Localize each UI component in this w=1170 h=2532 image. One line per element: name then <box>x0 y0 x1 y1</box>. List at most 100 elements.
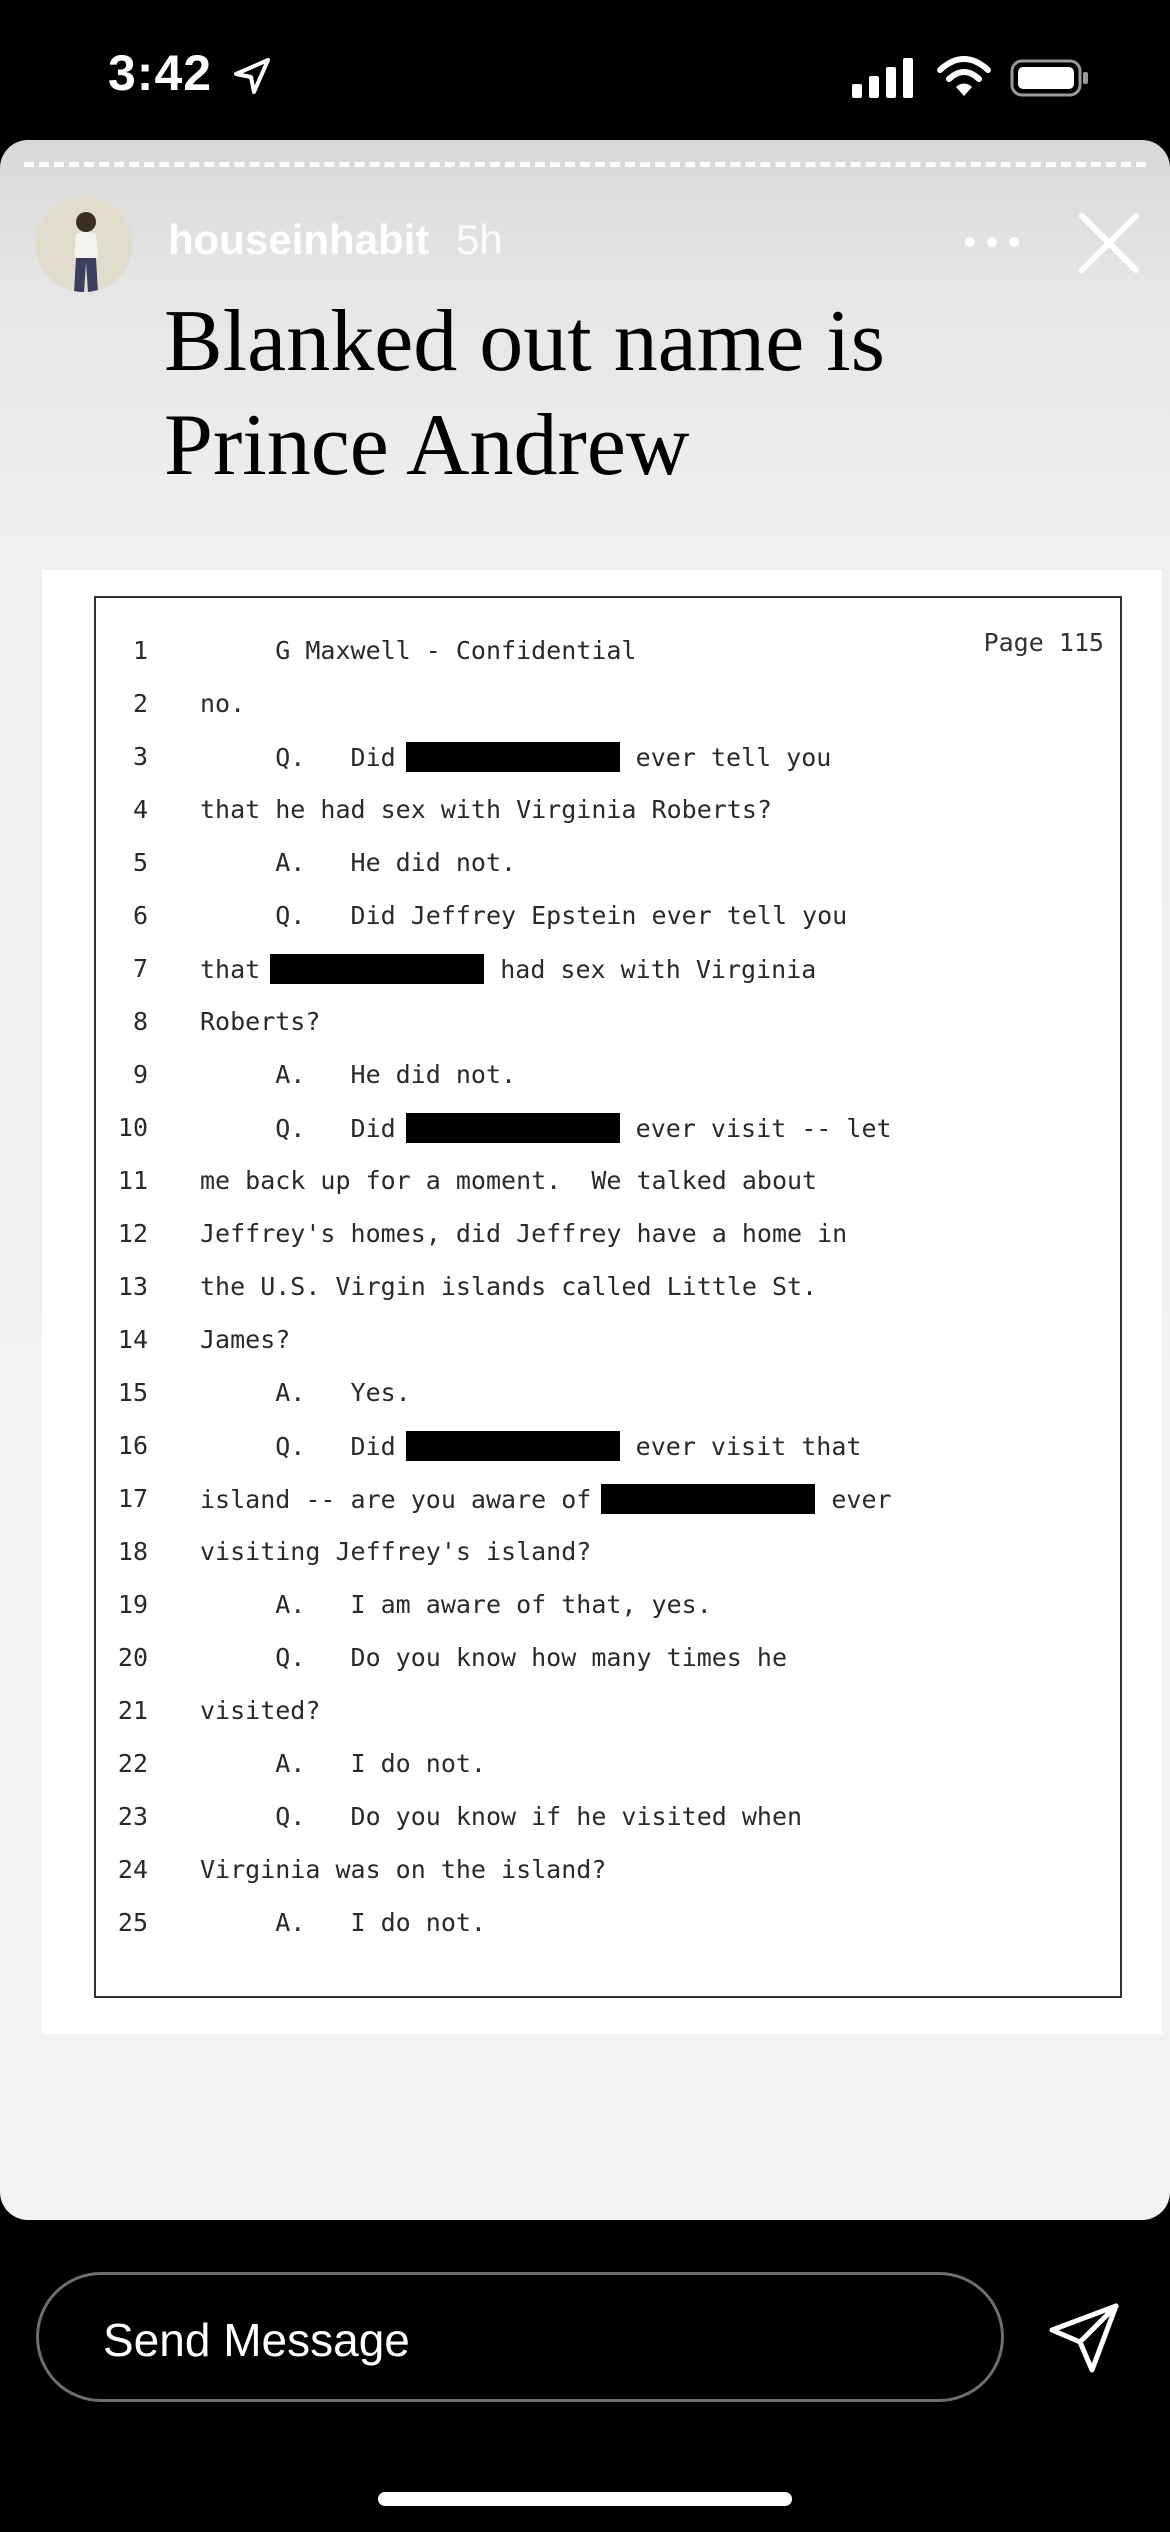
transcript-line: 23 Q. Do you know if he visited when <box>96 1802 1116 1854</box>
line-text-segment: island -- are you aware of <box>200 1485 592 1514</box>
line-text: visited? <box>200 1696 320 1725</box>
line-text: James? <box>200 1325 290 1354</box>
close-icon[interactable] <box>1076 210 1142 276</box>
line-text-segment: had sex with Virginia <box>500 955 817 984</box>
line-text: Q. Did ever visit that <box>200 1431 861 1461</box>
line-text-segment: ever visit -- let <box>635 1114 892 1143</box>
line-number: 21 <box>117 1696 148 1725</box>
transcript-line: 6 Q. Did Jeffrey Epstein ever tell you <box>96 901 1116 953</box>
line-text: the U.S. Virgin islands called Little St… <box>200 1272 817 1301</box>
line-text-segment: James? <box>200 1325 291 1354</box>
redaction-bar <box>270 954 485 984</box>
line-number: 8 <box>132 1007 148 1036</box>
story-progress-bar <box>24 162 1146 167</box>
line-number: 11 <box>117 1166 148 1195</box>
story-card[interactable]: houseinhabit 5h Blanked out name is Prin… <box>0 140 1170 2220</box>
story-time-ago: 5h <box>456 216 503 263</box>
line-text: Roberts? <box>200 1007 320 1036</box>
line-number: 1 <box>132 636 148 665</box>
line-number: 13 <box>117 1272 148 1301</box>
transcript-line: 18 visiting Jeffrey's island? <box>96 1537 1116 1589</box>
line-number: 6 <box>132 901 148 930</box>
line-text-segment: the U.S. Virgin islands called Little St… <box>200 1272 818 1301</box>
avatar[interactable] <box>36 196 132 292</box>
line-number: 7 <box>132 954 148 983</box>
line-text-segment: A. Yes. <box>200 1378 411 1407</box>
line-text: A. He did not. <box>200 848 516 877</box>
line-text-segment: that <box>200 955 261 984</box>
line-text-segment: Jeffrey's homes, did Jeffrey have a home… <box>200 1219 848 1248</box>
line-text: A. I am aware of that, yes. <box>200 1590 712 1619</box>
line-text: visiting Jeffrey's island? <box>200 1537 591 1566</box>
transcript-line: 1 G Maxwell - Confidential <box>96 636 1116 688</box>
line-number: 14 <box>117 1325 148 1354</box>
line-number: 22 <box>117 1749 148 1778</box>
line-text: no. <box>200 689 245 718</box>
line-text-segment: visiting Jeffrey's island? <box>200 1537 592 1566</box>
status-time: 3:42 <box>108 45 213 101</box>
line-number: 20 <box>117 1643 148 1672</box>
wifi-icon <box>937 56 991 96</box>
line-text-segment: A. He did not. <box>200 1060 517 1089</box>
line-number: 25 <box>117 1908 148 1937</box>
line-text-segment: visited? <box>200 1696 321 1725</box>
line-number: 15 <box>117 1378 148 1407</box>
line-number: 19 <box>117 1590 148 1619</box>
more-dots-icon[interactable] <box>962 234 1022 250</box>
cellular-signal-icon <box>852 58 913 98</box>
line-text-segment: A. I am aware of that, yes. <box>200 1590 712 1619</box>
home-indicator[interactable] <box>378 2492 792 2506</box>
line-number: 23 <box>117 1802 148 1831</box>
transcript-line: 7 that had sex with Virginia <box>96 954 1116 1006</box>
line-number: 18 <box>117 1537 148 1566</box>
line-text-segment: Q. Do you know how many times he <box>200 1643 787 1672</box>
transcript-line: 5 A. He did not. <box>96 848 1116 900</box>
line-text-segment: Q. Did <box>200 1432 396 1461</box>
transcript-line: 16 Q. Did ever visit that <box>96 1431 1116 1483</box>
redaction-bar <box>405 1113 620 1143</box>
line-text-segment: G Maxwell - Confidential <box>200 636 637 665</box>
location-arrow-icon <box>234 58 270 94</box>
redaction-bar <box>405 1431 620 1461</box>
status-bar: 3:42 <box>0 0 1170 140</box>
line-text: that he had sex with Virginia Roberts? <box>200 795 772 824</box>
line-text-segment: that he had sex with Virginia Roberts? <box>200 795 772 824</box>
transcript-line: 9 A. He did not. <box>96 1060 1116 1112</box>
line-text: A. Yes. <box>200 1378 411 1407</box>
avatar-photo <box>36 196 132 292</box>
line-number: 16 <box>117 1431 148 1460</box>
transcript-line: 11 me back up for a moment. We talked abo… <box>96 1166 1116 1218</box>
line-number: 4 <box>132 795 148 824</box>
transcript-line: 19 A. I am aware of that, yes. <box>96 1590 1116 1642</box>
line-text: that had sex with Virginia <box>200 954 816 984</box>
line-text-segment: A. I do not. <box>200 1749 486 1778</box>
line-text-segment: no. <box>200 689 246 718</box>
line-text-segment: me back up for a moment. We talked about <box>200 1166 818 1195</box>
line-text-segment: Q. Do you know if he visited when <box>200 1802 803 1831</box>
story-username[interactable]: houseinhabit <box>168 216 430 263</box>
send-message-input[interactable]: Send Message <box>36 2272 1004 2402</box>
line-text: Q. Do you know if he visited when <box>200 1802 802 1831</box>
line-text-segment: ever visit that <box>635 1432 862 1461</box>
document-page-number: Page 115 <box>983 628 1104 657</box>
line-text: A. I do not. <box>200 1749 486 1778</box>
battery-icon <box>1010 59 1088 97</box>
line-text-segment: A. I do not. <box>200 1908 486 1937</box>
send-paper-plane-icon[interactable] <box>1046 2300 1122 2376</box>
redaction-bar <box>405 742 620 772</box>
transcript-line: 25 A. I do not. <box>96 1908 1116 1960</box>
line-text: Jeffrey's homes, did Jeffrey have a home… <box>200 1219 847 1248</box>
redaction-bar <box>601 1484 816 1514</box>
line-text: A. He did not. <box>200 1060 516 1089</box>
story-headline: Blanked out name is Prince Andrew <box>164 293 885 494</box>
transcript-line: 21 visited? <box>96 1696 1116 1748</box>
line-text: Q. Did Jeffrey Epstein ever tell you <box>200 901 847 930</box>
